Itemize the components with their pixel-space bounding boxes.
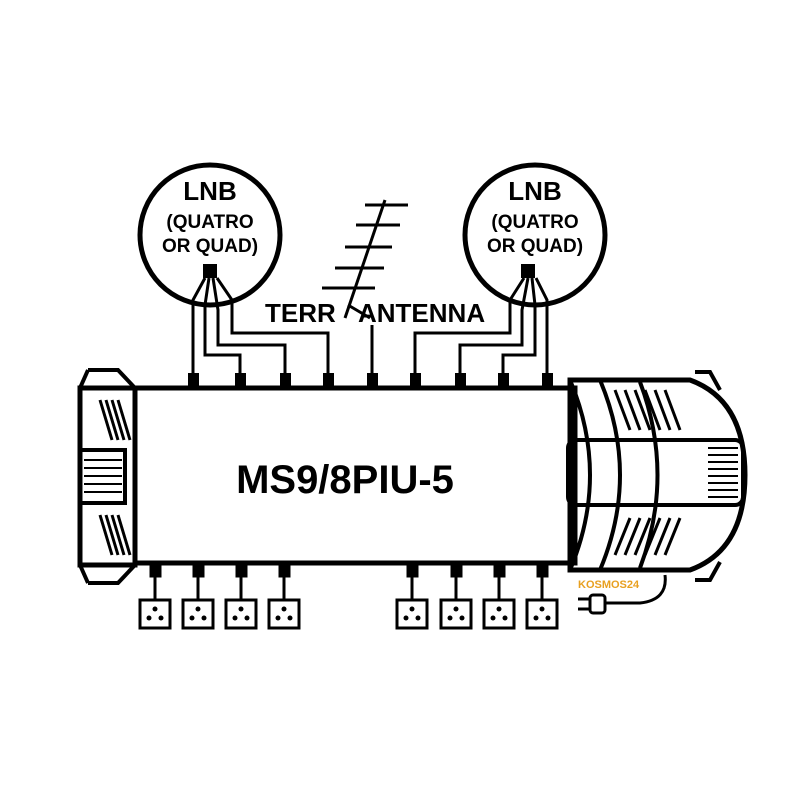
- output-cables: [153, 577, 544, 600]
- output-connector: [493, 562, 506, 578]
- tv-outlet-icon: [439, 598, 473, 630]
- lnb-right-line1: (QUATRO: [491, 212, 578, 233]
- output-connector: [450, 562, 463, 578]
- psu-curve-2: [598, 379, 622, 571]
- tv-outlet-icon: [482, 598, 516, 630]
- input-connector: [498, 373, 509, 387]
- psu-vents-bottom: [613, 517, 682, 556]
- output-connectors: [149, 562, 549, 578]
- input-connectors: [188, 373, 553, 387]
- output-connector: [278, 562, 291, 578]
- lnb-left-line1: (QUATRO: [166, 212, 253, 233]
- tv-outlet-icon: [395, 598, 429, 630]
- psu-vents-right: [708, 447, 738, 498]
- output-connector: [149, 562, 162, 578]
- terr-antenna-icon: [322, 199, 408, 320]
- multiswitch-body: MS9/8PIU-5: [77, 368, 748, 585]
- psu-top-tab: [695, 370, 722, 391]
- lnb-right: LNB (QUATRO OR QUAD): [462, 162, 608, 308]
- tv-outlet-icon: [267, 598, 301, 630]
- device-model-label: MS9/8PIU-5: [236, 458, 454, 502]
- cable-left-3: [211, 277, 287, 378]
- psu-middle-band: [566, 438, 745, 507]
- output-connector: [192, 562, 205, 578]
- tv-outlet-icon: [138, 598, 172, 630]
- psu-bottom-tab: [695, 561, 722, 582]
- cable-right-4: [534, 277, 549, 378]
- lnb-right-block: [521, 264, 535, 278]
- input-connector: [280, 373, 291, 387]
- output-connector: [536, 562, 549, 578]
- terr-label: TERR: [265, 298, 336, 328]
- psu-vents-top: [613, 389, 682, 431]
- power-plug-icon: [578, 574, 667, 615]
- input-connector: [455, 373, 466, 387]
- tv-outlets: [138, 598, 559, 630]
- input-connector: [235, 373, 246, 387]
- left-grill-middle: [84, 459, 122, 493]
- output-connector: [235, 562, 248, 578]
- left-grill-bottom: [98, 514, 132, 556]
- input-connector: [542, 373, 553, 387]
- left-cap-notch: [80, 448, 127, 505]
- cable-right-1: [413, 277, 526, 378]
- tv-outlet-icon: [525, 598, 559, 630]
- tv-outlet-icon: [181, 598, 215, 630]
- input-connector: [188, 373, 199, 387]
- psu-curve-1: [568, 379, 592, 571]
- input-connector: [323, 373, 334, 387]
- lnb-left-block: [203, 264, 217, 278]
- lnb-right-line2: OR QUAD): [487, 236, 583, 257]
- cable-left-2: [203, 277, 242, 378]
- input-connector: [367, 373, 378, 387]
- input-cables: [191, 277, 549, 378]
- cable-right-3: [501, 277, 537, 378]
- left-cap-bottom: [78, 563, 137, 585]
- antenna-label: ANTENNA: [358, 298, 485, 328]
- tv-outlet-icon: [224, 598, 258, 630]
- lnb-right-title: LNB: [508, 176, 561, 206]
- left-grill-top: [98, 399, 132, 441]
- cable-right-2: [458, 277, 530, 378]
- lnb-left-dish-circle: [137, 162, 283, 308]
- cable-left-4: [215, 277, 330, 378]
- lnb-left: LNB (QUATRO OR QUAD): [137, 162, 283, 308]
- lnb-left-title: LNB: [183, 176, 236, 206]
- lnb-left-line2: OR QUAD): [162, 236, 258, 257]
- left-cap-top: [78, 368, 137, 390]
- watermark-logo: KOSMOS24: [578, 579, 640, 591]
- output-connector: [406, 562, 419, 578]
- input-connector: [410, 373, 421, 387]
- cable-left-1: [191, 277, 207, 378]
